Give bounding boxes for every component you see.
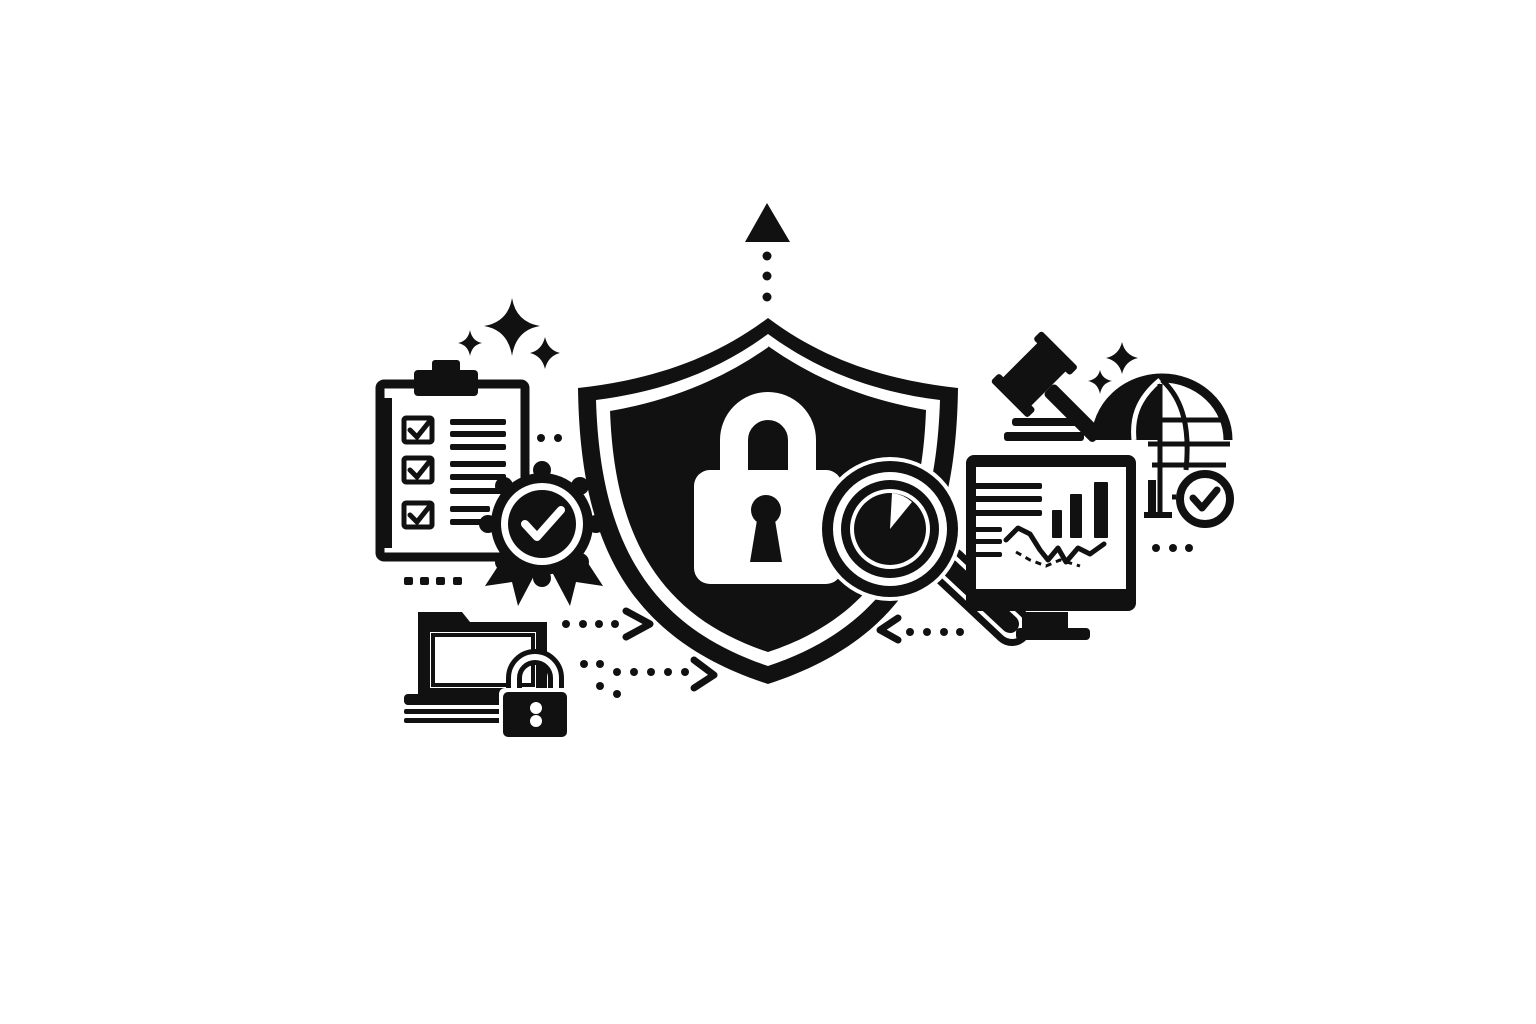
sparkle-icon: [458, 298, 560, 369]
clipboard-checklist-icon: [375, 360, 562, 585]
folder-lock-icon: [404, 612, 571, 740]
sparkle-icon: [1088, 342, 1138, 394]
padlock-icon: [694, 392, 842, 584]
gavel-icon: [991, 331, 1102, 442]
up-arrow-icon: [745, 203, 790, 302]
flow-arrow-icon: [562, 607, 718, 698]
monitor-chart-icon: [966, 455, 1136, 640]
flow-arrow-icon: [876, 614, 964, 644]
badge-check-icon: [479, 461, 605, 606]
globe-icon: [1091, 373, 1234, 552]
